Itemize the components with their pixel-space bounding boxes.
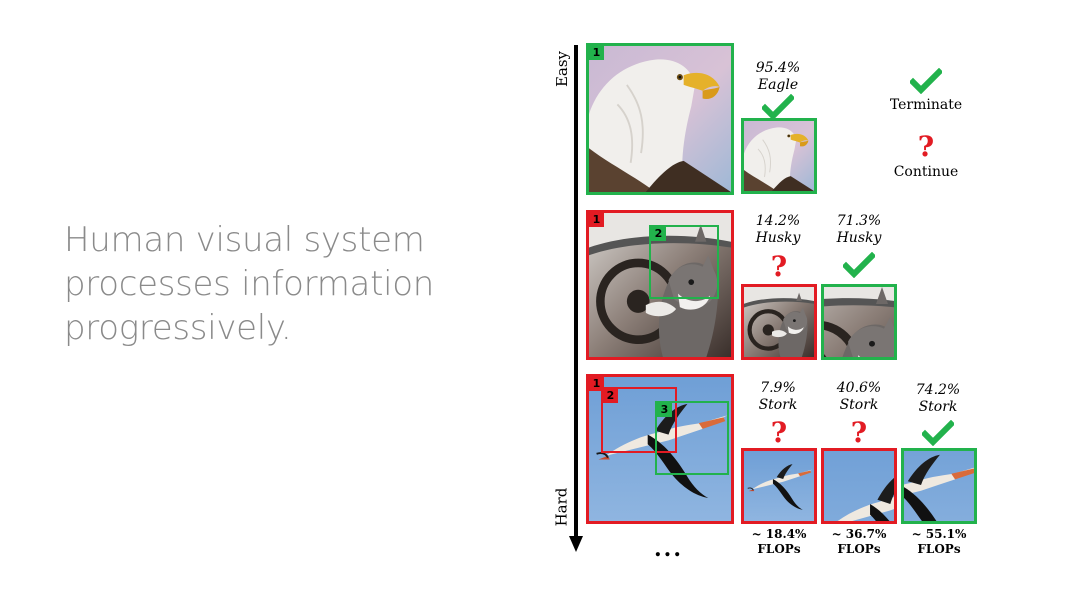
question-icon: ? xyxy=(767,250,791,280)
class-label: Stork xyxy=(918,399,958,415)
confidence-value: 95.4% xyxy=(755,60,801,76)
check-icon xyxy=(922,420,954,446)
confidence-value: 71.3% xyxy=(836,213,882,229)
class-label: Eagle xyxy=(757,77,799,93)
husky-downsampled-image xyxy=(741,284,817,360)
husky-step-2-prediction: 71.3% Husky xyxy=(814,213,904,247)
stork-crop-region-2: 2 xyxy=(601,387,677,453)
step-number-badge: 3 xyxy=(657,403,672,417)
husky-step-1-prediction: 14.2% Husky xyxy=(733,213,823,247)
question-icon: ? xyxy=(914,130,938,160)
legend-continue-label: Continue xyxy=(893,164,959,180)
legend-terminate-label: Terminate xyxy=(889,97,963,113)
axis-label-hard: Hard xyxy=(552,487,571,527)
axis-label-easy: Easy xyxy=(553,50,572,88)
stork-crop-region-3: 3 xyxy=(655,401,729,475)
more-rows-ellipsis: ... xyxy=(654,536,683,562)
class-label: Stork xyxy=(839,397,879,413)
flops-value: ~ 18.4% xyxy=(751,527,807,541)
stork-step-1-prediction: 7.9% Stork xyxy=(733,380,823,414)
eagle-full-image: 1 xyxy=(586,43,734,195)
flops-step-3: ~ 55.1% FLOPs xyxy=(899,527,979,557)
step-number-badge: 1 xyxy=(589,213,604,227)
confidence-value: 74.2% xyxy=(915,382,961,398)
stork-crop-2-image xyxy=(821,448,897,524)
confidence-value: 40.6% xyxy=(836,380,882,396)
flops-unit: FLOPs xyxy=(837,542,881,556)
flops-step-1: ~ 18.4% FLOPs xyxy=(739,527,819,557)
difficulty-axis xyxy=(574,45,578,538)
confidence-value: 7.9% xyxy=(760,380,796,396)
svg-text:?: ? xyxy=(771,250,787,280)
check-icon xyxy=(843,252,875,278)
stork-crop-3-image xyxy=(901,448,977,524)
flops-value: ~ 55.1% xyxy=(911,527,967,541)
progressive-inference-figure: Easy Hard 1 95.4% Eagle Terminate ? Cont… xyxy=(540,0,1080,594)
flops-step-2: ~ 36.7% FLOPs xyxy=(819,527,899,557)
svg-text:?: ? xyxy=(771,416,787,446)
stork-downsampled-image xyxy=(741,448,817,524)
stork-full-image: 1 2 3 xyxy=(586,374,734,524)
svg-text:?: ? xyxy=(918,130,934,160)
check-icon xyxy=(762,94,794,120)
eagle-step-1-prediction: 95.4% Eagle xyxy=(733,60,823,94)
husky-crop-region: 2 xyxy=(649,225,719,299)
class-label: Husky xyxy=(755,230,801,246)
question-icon: ? xyxy=(847,416,871,446)
flops-value: ~ 36.7% xyxy=(831,527,887,541)
husky-full-image: 1 2 xyxy=(586,210,734,360)
difficulty-axis-arrow xyxy=(569,536,583,552)
check-icon xyxy=(910,68,942,94)
class-label: Stork xyxy=(758,397,798,413)
question-icon: ? xyxy=(767,416,791,446)
flops-unit: FLOPs xyxy=(757,542,801,556)
confidence-value: 14.2% xyxy=(755,213,801,229)
svg-text:?: ? xyxy=(851,416,867,446)
class-label: Husky xyxy=(836,230,882,246)
flops-unit: FLOPs xyxy=(917,542,961,556)
slide-body-text: Human visual system processes informatio… xyxy=(64,220,435,349)
step-number-badge: 1 xyxy=(589,46,604,60)
stork-step-2-prediction: 40.6% Stork xyxy=(814,380,904,414)
husky-crop-image xyxy=(821,284,897,360)
step-number-badge: 1 xyxy=(589,377,604,391)
step-number-badge: 2 xyxy=(603,389,618,403)
stork-step-3-prediction: 74.2% Stork xyxy=(893,382,983,416)
eagle-crop-image xyxy=(741,118,817,194)
step-number-badge: 2 xyxy=(651,227,666,241)
